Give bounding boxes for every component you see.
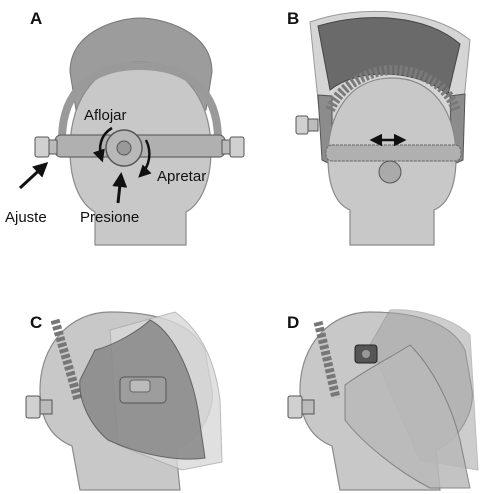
press-label: Presione	[80, 209, 139, 226]
adjust-label: Ajuste	[5, 209, 47, 226]
panel-b: B	[287, 9, 470, 245]
adjust-arrow	[20, 164, 46, 188]
loosen-label: Aflojar	[84, 107, 127, 124]
rear-strap	[326, 145, 461, 161]
panel-a-letter: A	[30, 9, 42, 28]
left-adjust-knob	[35, 137, 57, 157]
tighten-label: Apretar	[157, 168, 206, 185]
left-adjust-knob	[296, 116, 318, 134]
panel-c-letter: C	[30, 313, 42, 332]
ratchet-knob-center	[117, 141, 131, 155]
panel-d: D	[287, 310, 478, 490]
panel-a: A Aflojar Apretar Presione Ajuste	[5, 9, 244, 245]
panel-b-letter: B	[287, 9, 299, 28]
right-adjust-knob	[222, 137, 244, 157]
panel-c: C	[26, 312, 222, 490]
rear-ratchet	[379, 161, 401, 183]
panel-d-letter: D	[287, 313, 299, 332]
